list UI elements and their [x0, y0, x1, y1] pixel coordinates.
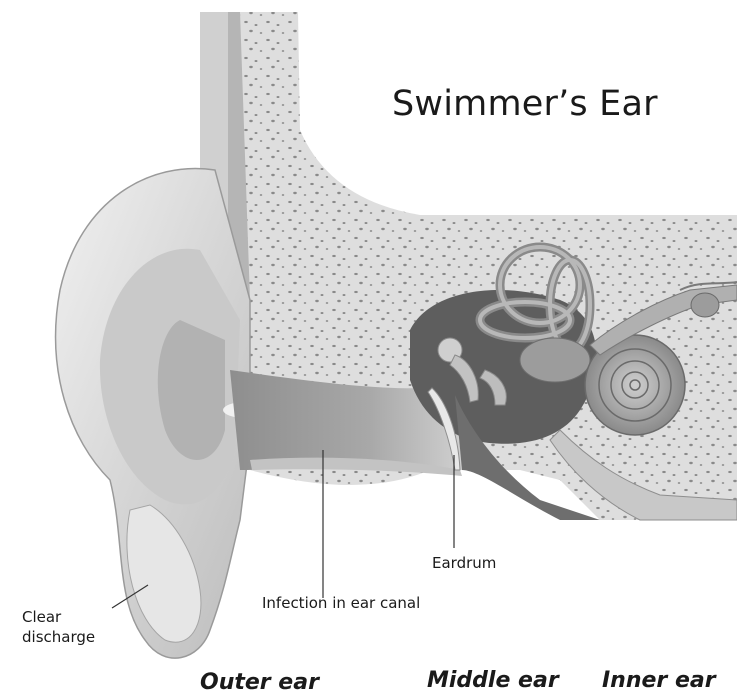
section-inner-ear: Inner ear [602, 668, 716, 693]
section-outer-ear: Outer ear [200, 670, 319, 695]
label-infection: Infection in ear canal [262, 594, 420, 612]
label-eardrum: Eardrum [432, 554, 496, 572]
label-discharge: discharge [22, 628, 95, 646]
label-clear: Clear [22, 608, 61, 626]
section-middle-ear: Middle ear [427, 668, 559, 693]
diagram-title: Swimmer’s Ear [392, 84, 658, 124]
vestibule [520, 338, 590, 382]
